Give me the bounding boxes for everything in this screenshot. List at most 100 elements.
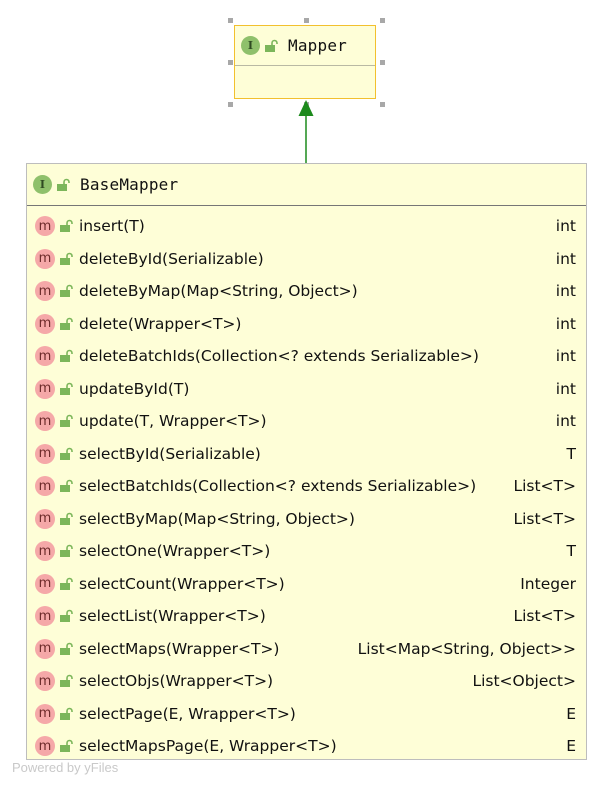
method-icon: m [35,573,55,594]
basemapper-header: I BaseMapper [27,164,586,206]
powered-by-label: Powered by yFiles [12,760,119,775]
method-row[interactable]: m selectList(Wrapper<T>) List<T> [27,600,586,633]
interface-icon: I [33,175,52,194]
method-row[interactable]: m deleteByMap(Map<String, Object>) int [27,275,586,308]
method-icon: m [35,346,55,367]
method-signature: selectCount(Wrapper<T>) [79,574,285,593]
basemapper-title: BaseMapper [80,175,179,194]
inheritance-arrowhead [298,100,314,116]
method-return-type: List<Map<String, Object>> [357,639,576,658]
method-return-type: E [566,704,576,723]
method-return-type: int [555,217,576,236]
method-icon: m [35,703,55,724]
unlock-icon [60,609,73,623]
selection-handle[interactable] [380,102,385,107]
method-signature: selectObjs(Wrapper<T>) [79,672,274,691]
method-signature: selectMaps(Wrapper<T>) [79,639,280,658]
mapper-header: I Mapper [235,26,375,66]
method-row[interactable]: m updateById(T) int [27,373,586,406]
method-signature: update(T, Wrapper<T>) [79,412,267,431]
method-signature: delete(Wrapper<T>) [79,314,242,333]
method-signature: deleteByMap(Map<String, Object>) [79,282,358,301]
unlock-icon [60,674,73,688]
method-signature: selectList(Wrapper<T>) [79,607,266,626]
method-row[interactable]: m selectByMap(Map<String, Object>) List<T> [27,503,586,536]
method-return-type: List<T> [513,509,576,528]
method-row[interactable]: m deleteBatchIds(Collection<? extends Ser… [27,340,586,373]
selection-handle[interactable] [304,18,309,23]
unlock-icon [60,512,73,525]
method-icon: m [35,508,55,529]
method-icon: m [35,281,55,302]
method-icon: m [35,443,55,464]
method-return-type: int [555,379,576,398]
unlock-icon [60,479,73,493]
method-row[interactable]: m deleteById(Serializable) int [27,243,586,276]
method-row[interactable]: m selectMaps(Wrapper<T>) List<Map<String, … [27,633,586,666]
method-return-type: int [555,412,576,431]
method-row[interactable]: m selectObjs(Wrapper<T>) List<Object> [27,665,586,698]
unlock-icon [60,349,73,363]
unlock-icon [265,39,278,52]
method-icon: m [35,313,55,334]
unlock-icon [60,414,73,428]
selection-handle[interactable] [228,102,233,107]
unlock-icon [60,544,73,558]
method-row[interactable]: m selectPage(E, Wrapper<T>) E [27,698,586,731]
method-return-type: int [555,249,576,268]
method-return-type: T [566,542,576,561]
method-row[interactable]: m selectMapsPage(E, Wrapper<T>) E [27,730,586,763]
unlock-icon [60,284,73,298]
method-row[interactable]: m selectBatchIds(Collection<? extends Ser… [27,470,586,503]
method-return-type: List<Object> [472,672,576,691]
method-signature: updateById(T) [79,379,190,398]
unlock-icon [60,739,73,753]
method-icon: m [35,378,55,399]
unlock-icon [60,252,73,265]
method-icon: m [35,606,55,627]
method-return-type: int [555,282,576,301]
method-row[interactable]: m selectOne(Wrapper<T>) T [27,535,586,568]
method-signature: deleteBatchIds(Collection<? extends Seri… [79,347,479,366]
method-signature: selectOne(Wrapper<T>) [79,542,271,561]
method-icon: m [35,248,55,269]
method-signature: deleteById(Serializable) [79,249,264,268]
method-icon: m [35,411,55,432]
mapper-node[interactable]: I Mapper [234,25,376,99]
unlock-icon [60,447,73,460]
unlock-icon [60,642,73,655]
method-return-type: int [555,347,576,366]
selection-handle[interactable] [380,18,385,23]
method-icon: m [35,476,55,497]
method-row[interactable]: m update(T, Wrapper<T>) int [27,405,586,438]
method-signature: selectById(Serializable) [79,444,261,463]
method-return-type: List<T> [513,607,576,626]
method-icon: m [35,671,55,692]
method-icon: m [35,638,55,659]
method-signature: selectMapsPage(E, Wrapper<T>) [79,737,337,756]
method-icon: m [35,216,55,237]
method-icon: m [35,736,55,757]
method-icon: m [35,541,55,562]
method-row[interactable]: m selectById(Serializable) T [27,438,586,471]
method-signature: selectBatchIds(Collection<? extends Seri… [79,477,477,496]
method-return-type: E [566,737,576,756]
selection-handle[interactable] [228,18,233,23]
selection-handle[interactable] [380,60,385,65]
unlock-icon [57,178,70,191]
mapper-title: Mapper [288,36,347,55]
method-signature: selectByMap(Map<String, Object>) [79,509,355,528]
method-signature: selectPage(E, Wrapper<T>) [79,704,296,723]
interface-icon: I [241,36,260,55]
unlock-icon [60,577,73,590]
selection-handle[interactable] [228,60,233,65]
unlock-icon [60,317,73,330]
method-return-type: T [566,444,576,463]
method-return-type: int [555,314,576,333]
unlock-icon [60,219,73,233]
method-row[interactable]: m delete(Wrapper<T>) int [27,308,586,341]
